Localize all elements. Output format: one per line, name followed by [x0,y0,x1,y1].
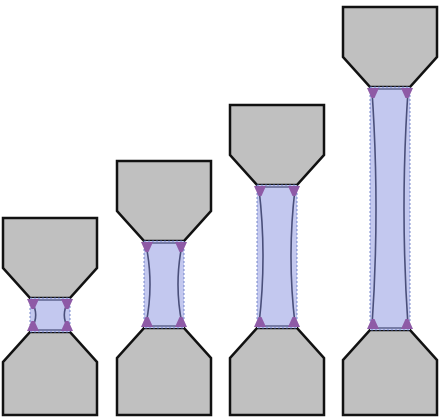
top-grip [1,216,99,300]
neck-line-right [403,90,409,327]
top-grip [341,5,439,89]
fillet-top-left [141,242,153,252]
stage-1 [1,216,99,417]
fillet-top-right [288,186,300,196]
fillet-bottom-right [401,319,413,329]
bottom-grip [1,330,99,417]
bottom-grip [115,326,213,417]
fillet-bottom-right [288,317,300,327]
fillet-top-right [175,242,187,252]
fillet-bottom-right [61,321,73,331]
bottom-grip [341,328,439,417]
neck-line-left [145,244,151,325]
fillet-top-right [401,88,413,98]
stage-3 [228,103,326,417]
fillet-bottom-left [367,319,379,329]
neck-line-left [258,188,264,325]
neck-line-right [177,244,183,325]
neck-line-right [290,188,296,325]
top-grip [228,103,326,187]
fillet-top-right [61,299,73,309]
fillet-bottom-right [175,317,187,327]
fillet-bottom-left [254,317,266,327]
stage-2 [115,159,213,417]
stage-4 [341,5,439,417]
neck-line-left [371,90,377,327]
top-grip [115,159,213,243]
bottom-grip [228,326,326,417]
fillet-top-left [254,186,266,196]
fillet-top-left [367,88,379,98]
stages-group [1,5,439,417]
fillet-bottom-left [27,321,39,331]
fillet-bottom-left [141,317,153,327]
fillet-top-left [27,299,39,309]
